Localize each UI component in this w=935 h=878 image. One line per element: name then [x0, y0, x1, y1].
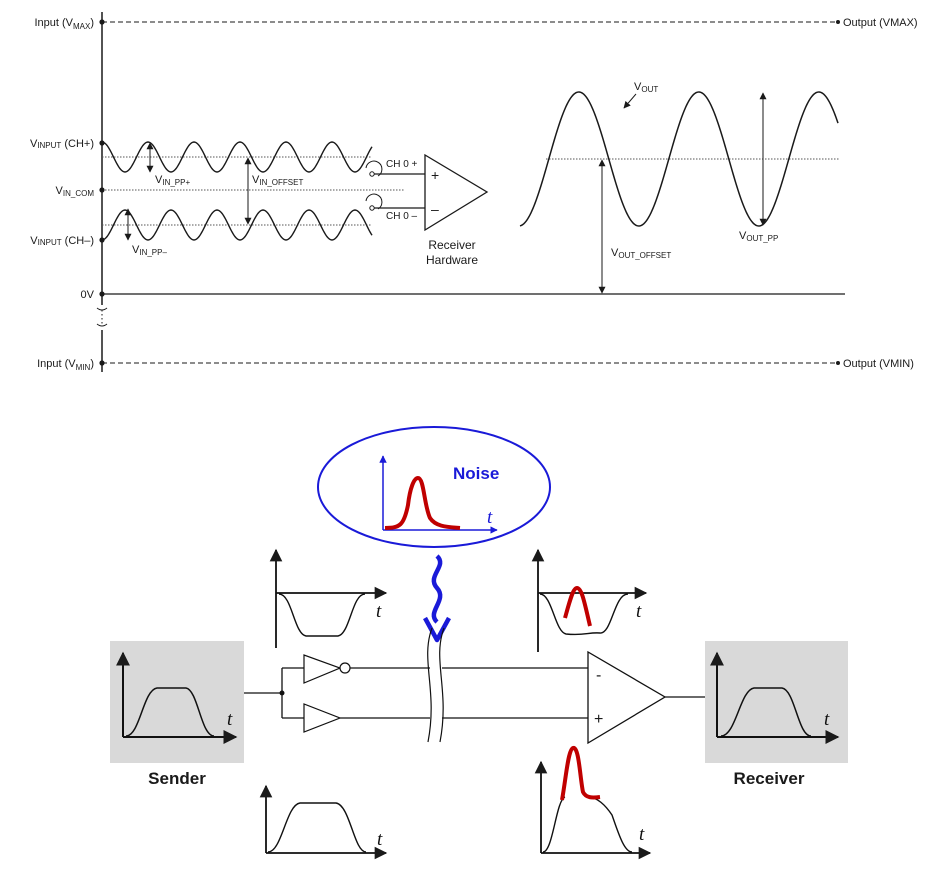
label-vin-pp-minus: VIN_PP–: [132, 244, 167, 257]
vin-com-dot: [99, 187, 105, 193]
inv-noise-plot-t-label: t: [636, 601, 642, 622]
label-zero-volt: 0V: [81, 289, 95, 301]
receiver-t-label: t: [824, 709, 830, 730]
label-vinput-ch-minus: VINPUT (CH–): [30, 235, 94, 247]
inverter-bubble: [339, 662, 351, 674]
noise-pulse-icon: [384, 475, 461, 530]
receiver-diff-amplifier: [587, 650, 667, 745]
ch-minus-wave: [101, 209, 373, 241]
noise-bubble: [317, 426, 551, 548]
norm-noise-plot-t-label: t: [639, 824, 645, 845]
receiver-amplifier: [424, 153, 489, 232]
ch-plus-wave: [101, 141, 373, 173]
receiver-pulse: [720, 687, 812, 737]
inverting-driver: [303, 654, 342, 684]
label-vin-offset: VIN_OFFSET: [252, 174, 303, 187]
label-vout: VOUT: [634, 81, 658, 94]
vout-pointer-arrow: [623, 93, 637, 109]
sender-t-label: t: [227, 709, 233, 730]
diff-amp-plus: +: [594, 711, 603, 728]
inv-plot-pulse: [278, 593, 366, 637]
label-input-vmin: Input (VMIN): [37, 358, 94, 372]
ch-minus-connector: [365, 193, 425, 211]
label-output-vmax: Output (VMAX): [843, 17, 918, 29]
norm-plot-pulse: [267, 802, 367, 853]
ch-plus-connector: [365, 160, 425, 177]
split-node: [279, 690, 285, 696]
label-vout-offset: VOUT_OFFSET: [611, 247, 671, 260]
sender-label: Sender: [148, 769, 206, 788]
label-vinput-ch-plus: VINPUT (CH+): [30, 138, 94, 150]
label-vout-pp: VOUT_PP: [739, 230, 778, 243]
receiver-label: Receiver: [734, 769, 805, 788]
label-vin-com: VIN_COM: [56, 185, 95, 198]
label-vin-pp-plus: VIN_PP+: [155, 174, 190, 187]
zero-dot: [99, 291, 105, 297]
vmax-dot: [99, 19, 105, 25]
out-vmax-dot: [836, 20, 840, 24]
inv-noise-plot-pulse: [539, 593, 629, 636]
norm-noise-plot-spike: [560, 745, 601, 801]
sender-pulse: [125, 687, 215, 737]
norm-noise-plot-pulse: [542, 794, 633, 853]
diff-amp-minus: -: [596, 667, 601, 684]
label-input-vmax: Input (VMAX): [34, 17, 94, 31]
label-ch0-plus: CH 0 +: [386, 159, 418, 170]
label-output-vmin: Output (VMIN): [843, 358, 914, 370]
output-wave: [519, 91, 839, 227]
norm-plot-t-label: t: [377, 829, 383, 850]
non-inverting-driver: [303, 703, 342, 733]
inv-plot-t-label: t: [376, 601, 382, 622]
label-receiver-hardware-line2: Hardware: [426, 253, 478, 267]
out-vmin-dot: [836, 361, 840, 365]
noise-label: Noise: [453, 464, 499, 483]
inv-noise-plot-spike: [563, 585, 592, 627]
label-ch0-minus: CH 0 –: [386, 211, 418, 222]
amp-plus-sign: +: [431, 167, 439, 183]
bottom-diagram: Noise t t Sender t Receiver -: [110, 426, 848, 860]
top-diagram: Input (VMAX) VINPUT (CH+) VIN_COM VINPUT…: [30, 12, 918, 372]
label-receiver-hardware-line1: Receiver: [428, 238, 475, 252]
noise-arrow: [431, 554, 443, 624]
noise-t-label: t: [487, 507, 493, 528]
sender-box: [110, 641, 244, 763]
vmin-dot: [99, 360, 105, 366]
amp-minus-sign: –: [431, 201, 439, 217]
noise-arrow-head: [423, 616, 451, 643]
cable-break-icon: [427, 627, 445, 743]
receiver-box: [705, 641, 848, 763]
